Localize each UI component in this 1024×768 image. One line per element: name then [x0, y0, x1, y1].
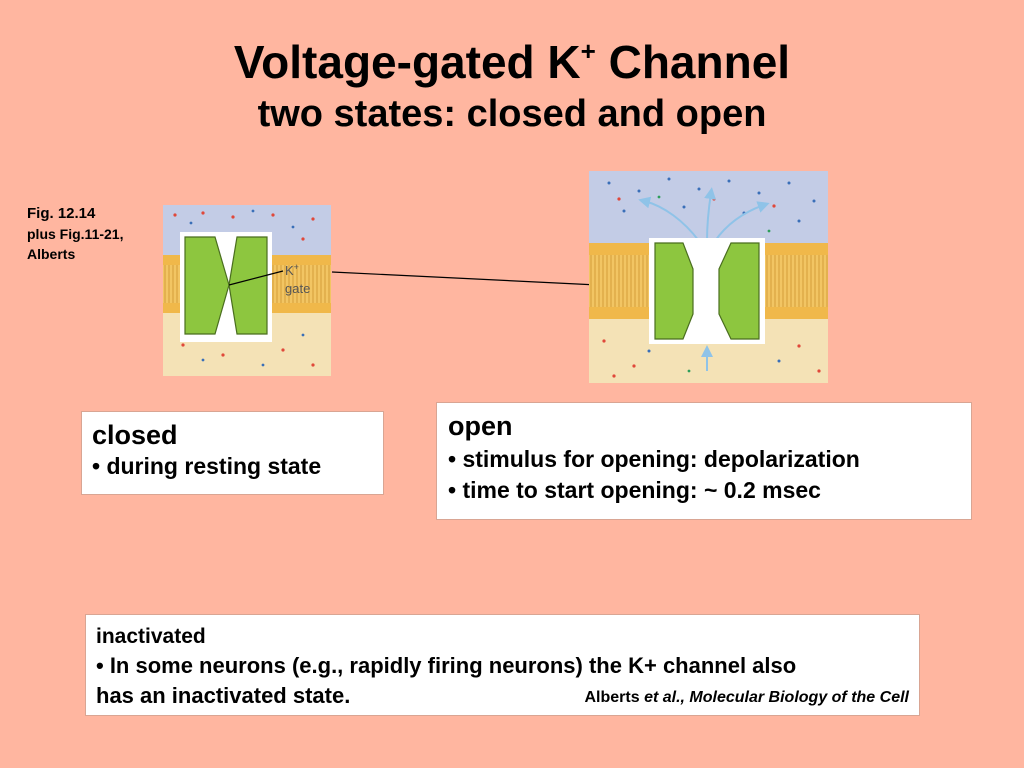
open-bullet-stimulus: • stimulus for opening: depolarization [448, 446, 860, 472]
closed-state-box: closed • during resting state [81, 411, 384, 495]
inactivated-line2: has an inactivated state. [96, 683, 351, 708]
figure-reference: Fig. 12.14 plus Fig.11-21, Alberts [27, 204, 123, 264]
inactivated-line2-container: has an inactivated state. Alberts et al.… [96, 683, 909, 709]
open-heading: open [448, 411, 513, 441]
open-state-box: open • stimulus for opening: depolarizat… [436, 402, 972, 520]
inactivated-heading: inactivated [96, 625, 206, 648]
open-channel-image [589, 171, 828, 383]
figure-ref-line1: Fig. 12.14 [27, 205, 96, 222]
inactivated-state-box: inactivated • In some neurons (e.g., rap… [85, 614, 920, 716]
slide-title: Voltage-gated K+ Channel two states: clo… [0, 36, 1024, 137]
closed-bullet: • during resting state [92, 453, 322, 479]
gate-label-k: K+ [285, 262, 299, 278]
figure-ref-line3: Alberts [27, 246, 76, 262]
gate-label-gate: gate [285, 281, 310, 296]
citation-author: Alberts [584, 689, 645, 706]
inactivated-line1: • In some neurons (e.g., rapidly firing … [96, 653, 797, 678]
open-bullet-time: • time to start opening: ~ 0.2 msec [448, 477, 821, 503]
figure-ref-line2: plus Fig.11-21, [27, 226, 124, 242]
title-main-text: Voltage-gated K [233, 36, 581, 88]
title-main-text-end: Channel [595, 36, 791, 88]
citation-title: et al., Molecular Biology of the Cell [644, 689, 909, 706]
citation: Alberts et al., Molecular Biology of the… [584, 689, 909, 707]
title-subtitle: two states: closed and open [257, 92, 767, 135]
title-main: Voltage-gated K+ Channel [0, 36, 1024, 89]
closed-channel-image: K+ gate [163, 205, 331, 376]
closed-heading: closed [92, 420, 178, 450]
title-superscript: + [580, 36, 596, 66]
